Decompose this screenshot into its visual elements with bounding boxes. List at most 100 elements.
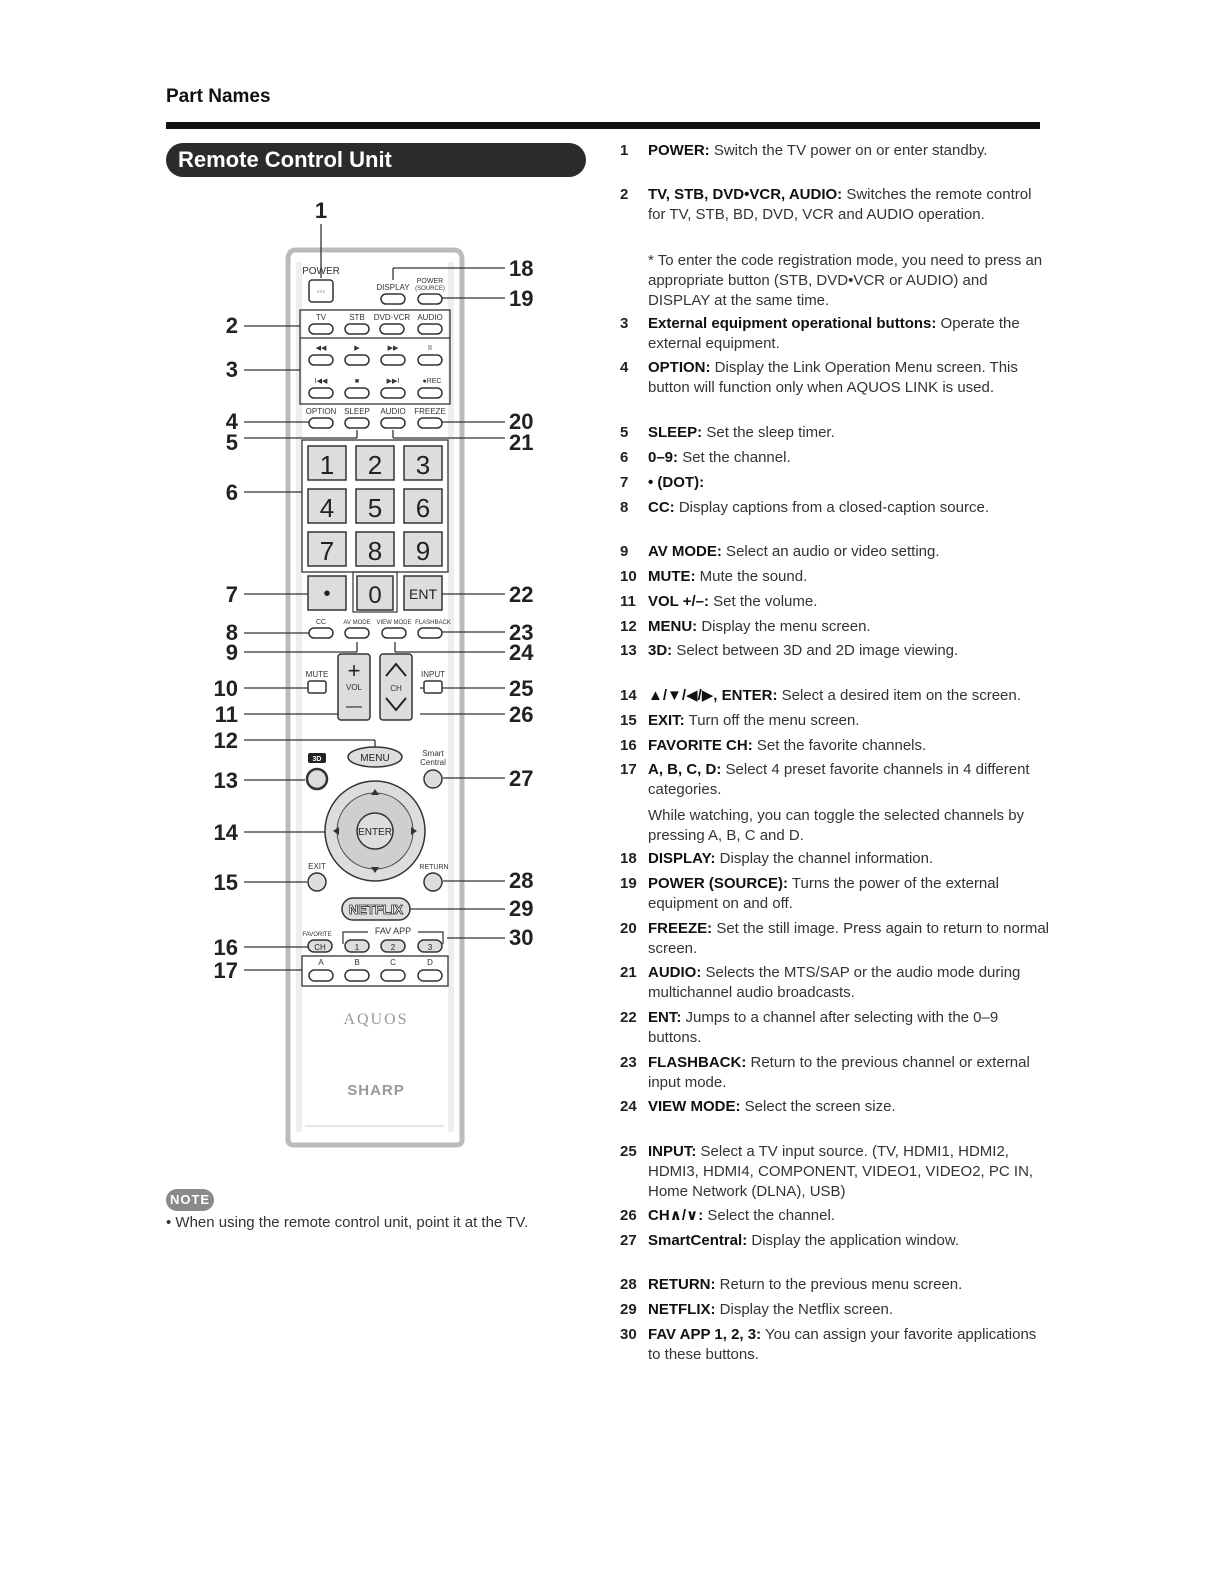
item-description: Select between 3D and 2D image viewing. (672, 642, 959, 659)
fav-app-2-button[interactable] (380, 939, 406, 953)
dpad-right-icon (411, 827, 417, 835)
item-description: Selects the MTS/SAP or the audio mode du… (648, 964, 1021, 1001)
stb-button[interactable] (344, 323, 370, 335)
item-number: 21 (620, 964, 637, 981)
netflix-button[interactable] (341, 897, 411, 921)
zero-button[interactable] (356, 575, 394, 611)
smart-central-button[interactable] (423, 769, 443, 789)
enter-button[interactable] (356, 812, 394, 850)
item-description: Set the volume. (709, 593, 818, 610)
ff-button[interactable] (380, 354, 406, 366)
callout-21: 21 (509, 430, 533, 455)
digit-1-button[interactable] (307, 445, 347, 481)
audio2-button[interactable] (380, 417, 406, 429)
viewmode-button[interactable] (381, 627, 407, 639)
item-description: Set the favorite channels. (752, 737, 927, 754)
mute-button[interactable] (307, 680, 327, 694)
digit-8-button[interactable] (355, 531, 395, 567)
cc-button[interactable] (308, 627, 334, 639)
power-button[interactable] (308, 279, 334, 303)
item-term: AV MODE: (648, 543, 722, 560)
item-description: Select the channel. (703, 1207, 835, 1224)
heading-rule (166, 122, 1040, 129)
smart-label-2: Central (420, 758, 446, 767)
power-source-button[interactable] (417, 293, 443, 305)
option-button[interactable] (308, 417, 334, 429)
item-description: Operate the external equipment. (648, 315, 1020, 352)
b-button[interactable] (344, 969, 370, 982)
rec-button[interactable] (417, 387, 443, 399)
fav-app-1-button[interactable] (344, 939, 370, 953)
pause-icon: II (428, 345, 432, 352)
3d-button[interactable] (305, 767, 329, 791)
a-button[interactable] (308, 969, 334, 982)
digit-2-button[interactable] (355, 445, 395, 481)
d-button[interactable] (417, 969, 443, 982)
play-button[interactable] (344, 354, 370, 366)
dpad-up-icon (371, 789, 379, 795)
flashback-button[interactable] (417, 627, 443, 639)
item-number: 23 (620, 1054, 637, 1071)
item-description: Turn off the menu screen. (684, 712, 860, 729)
audio-button[interactable] (417, 323, 443, 335)
callout-24: 24 (509, 640, 534, 665)
digit-9-button[interactable] (403, 531, 443, 567)
favorite-label: FAVORITE (302, 932, 331, 938)
avmode-button[interactable] (344, 627, 370, 639)
smart-label-1: Smart (422, 749, 444, 758)
digit-7-button[interactable] (307, 531, 347, 567)
toggle-note: While watching, you can toggle the selec… (648, 807, 1025, 844)
freeze-button[interactable] (417, 417, 443, 429)
fav-app-3-button[interactable] (417, 939, 443, 953)
item-number: 14 (620, 687, 637, 704)
display-button[interactable] (380, 293, 406, 305)
item-text: SLEEP: Set the sleep timer. (648, 423, 1050, 443)
skip-back-icon: I◀◀ (315, 378, 328, 385)
callout-15: 15 (214, 870, 238, 895)
cc-label: CC (316, 619, 326, 626)
exit-button[interactable] (307, 872, 327, 892)
sleep-button[interactable] (344, 417, 370, 429)
menu-button[interactable] (347, 746, 403, 768)
item-description: Select a TV input source. (TV, HDMI1, HD… (648, 1143, 1034, 1200)
3d-label: 3D (313, 756, 322, 763)
fav-ch-button[interactable] (307, 939, 333, 953)
digit-4-button[interactable] (307, 488, 347, 524)
rew-button[interactable] (308, 354, 334, 366)
callout-1: 1 (315, 198, 327, 223)
digit-3-button[interactable] (403, 445, 443, 481)
code-registration-note: * To enter the code registration mode, y… (648, 252, 1043, 309)
input-button[interactable] (423, 680, 443, 694)
ch-rocker[interactable] (379, 653, 413, 721)
digit-6-button[interactable] (403, 488, 443, 524)
stop-button[interactable] (344, 387, 370, 399)
rec-icon: ●REC (422, 378, 441, 385)
dvdvcr-button[interactable] (379, 323, 405, 335)
vol-rocker[interactable] (337, 653, 371, 721)
tv-button[interactable] (308, 323, 334, 335)
item-description: Turns the power of the external equipmen… (648, 875, 999, 912)
item-term: 3D: (648, 642, 673, 659)
return-button[interactable] (423, 872, 443, 892)
callout-29: 29 (509, 896, 533, 921)
c-button[interactable] (380, 969, 406, 982)
dot-button[interactable] (307, 575, 347, 611)
item-number: 9 (620, 543, 629, 560)
power-source-label-2: (SOURCE) (415, 286, 445, 292)
pause-button[interactable] (417, 354, 443, 366)
digit-5-button[interactable] (355, 488, 395, 524)
item-text: VOL +/–: Set the volume. (648, 592, 1050, 612)
ent-button[interactable] (403, 575, 443, 611)
page-heading: Part Names (166, 86, 271, 107)
skip-back-button[interactable] (308, 387, 334, 399)
item-text: External equipment operational buttons: … (648, 314, 1050, 354)
item-description: Return to the previous channel or extern… (648, 1054, 1030, 1091)
item-term: CH∧/∨: (648, 1207, 704, 1224)
zero-group (352, 571, 398, 613)
skip-fwd-button[interactable] (380, 387, 406, 399)
d-label: D (427, 958, 433, 967)
